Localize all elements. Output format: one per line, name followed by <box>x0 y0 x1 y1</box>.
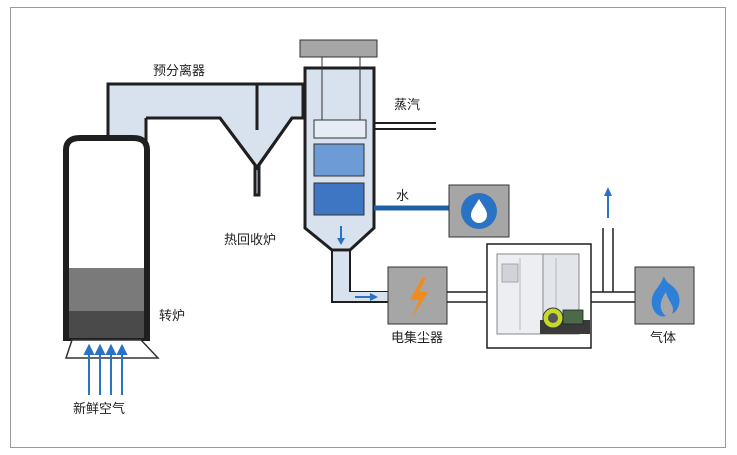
pipe-precipitator-fan <box>447 291 487 303</box>
precipitator-box <box>387 266 448 325</box>
label-heat-recovery-boiler: 热回收炉 <box>224 233 276 248</box>
label-gas: 气体 <box>650 330 676 346</box>
gas-box <box>634 266 695 325</box>
fan-unit-photo <box>486 243 592 349</box>
lightning-icon <box>410 278 428 318</box>
water-drop-icon <box>461 193 497 229</box>
fresh-air-arrows <box>83 343 128 395</box>
steam-line <box>374 122 436 130</box>
label-steam: 蒸汽 <box>394 98 420 113</box>
pipe-fan-gas <box>591 187 635 303</box>
boiler-tube-upper <box>313 143 365 177</box>
heat-recovery-boiler <box>299 39 388 303</box>
label-water: 水 <box>396 189 409 204</box>
label-converter: 转炉 <box>159 309 185 324</box>
converter <box>63 135 160 395</box>
preseparator-duct <box>106 82 305 197</box>
flame-icon <box>651 276 680 317</box>
label-electrostatic-precipitator: 电集尘器 <box>391 330 443 346</box>
label-fresh-air: 新鲜空气 <box>73 401 125 417</box>
water-box <box>448 184 510 238</box>
label-preseparator: 预分离器 <box>153 63 205 79</box>
boiler-tube-lower <box>313 182 365 216</box>
